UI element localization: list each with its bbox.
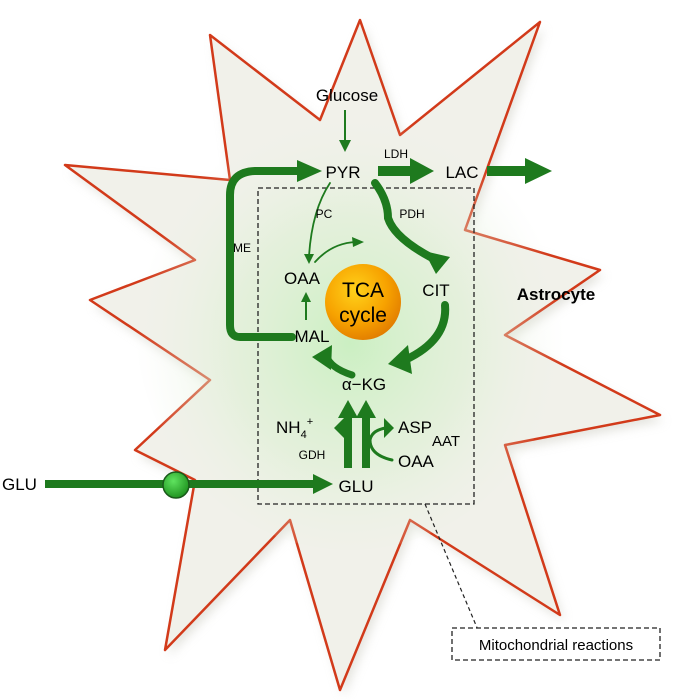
cit-akg-curve — [401, 301, 450, 364]
pdh-curve — [371, 179, 444, 266]
pdh-label: PDH — [399, 207, 424, 221]
oaa-bottom-label: OAA — [398, 452, 435, 471]
nh4-base: NH — [276, 418, 301, 437]
pyr-lac-head — [410, 158, 434, 184]
glu-akg-head-right — [356, 400, 376, 418]
cit-akg-head — [388, 345, 412, 374]
nh4-branch — [340, 426, 350, 457]
glucose-pyr-head — [339, 140, 351, 152]
mito-label-box — [451, 627, 661, 661]
asp-head — [384, 418, 394, 438]
lac-label: LAC — [445, 163, 478, 182]
me-pyr-head — [297, 160, 322, 182]
mal-oaa-head — [301, 292, 311, 302]
lac-out-shaft — [487, 166, 527, 176]
nh4-subscript: 4 — [301, 429, 307, 441]
glu-external-label: GLU — [2, 475, 37, 494]
pyr-lac-shaft — [378, 166, 412, 176]
astrocyte-label: Astrocyte — [517, 285, 595, 304]
mitochondrion-box — [257, 187, 475, 505]
pyr-label: PYR — [326, 163, 361, 182]
nh4-label: NH4+ — [276, 416, 313, 441]
nh4-head — [334, 418, 344, 438]
asp-label: ASP — [398, 418, 432, 437]
oaa-top-label: OAA — [284, 269, 321, 288]
akg-mal-curve — [322, 351, 356, 379]
glu-transporter — [162, 471, 190, 499]
me-label: ME — [233, 241, 251, 255]
me-loop — [226, 167, 304, 341]
asp-branch — [368, 426, 394, 462]
glu-akg-head-left — [338, 400, 358, 418]
oaa-cit-curve — [314, 241, 357, 263]
mal-label: MAL — [295, 327, 330, 346]
aat-label: AAT — [432, 433, 460, 450]
gdh-label: GDH — [299, 448, 326, 462]
pathway-curves — [226, 167, 450, 462]
glu-transport-head — [313, 474, 333, 494]
oaa-cit-head — [352, 237, 364, 247]
nh4-superscript: + — [307, 416, 313, 428]
lac-out-head — [525, 158, 552, 184]
cit-label: CIT — [422, 281, 449, 300]
pc-label: PC — [316, 207, 333, 221]
ldh-label: LDH — [384, 147, 408, 161]
mito-leader-line — [424, 503, 479, 631]
akg-label: α−KG — [342, 375, 386, 394]
mito-label: Mitochondrial reactions — [479, 637, 633, 654]
glucose-label: Glucose — [316, 86, 378, 105]
tca-cycle-core — [325, 264, 401, 340]
glu-akg-shaft-right — [362, 416, 370, 468]
pc-oaa-head — [304, 254, 314, 264]
tca-label-line1: TCA — [342, 279, 384, 302]
glu-internal-label: GLU — [339, 477, 374, 496]
pc-curve — [308, 182, 331, 257]
tca-label-line2: cycle — [339, 304, 387, 327]
